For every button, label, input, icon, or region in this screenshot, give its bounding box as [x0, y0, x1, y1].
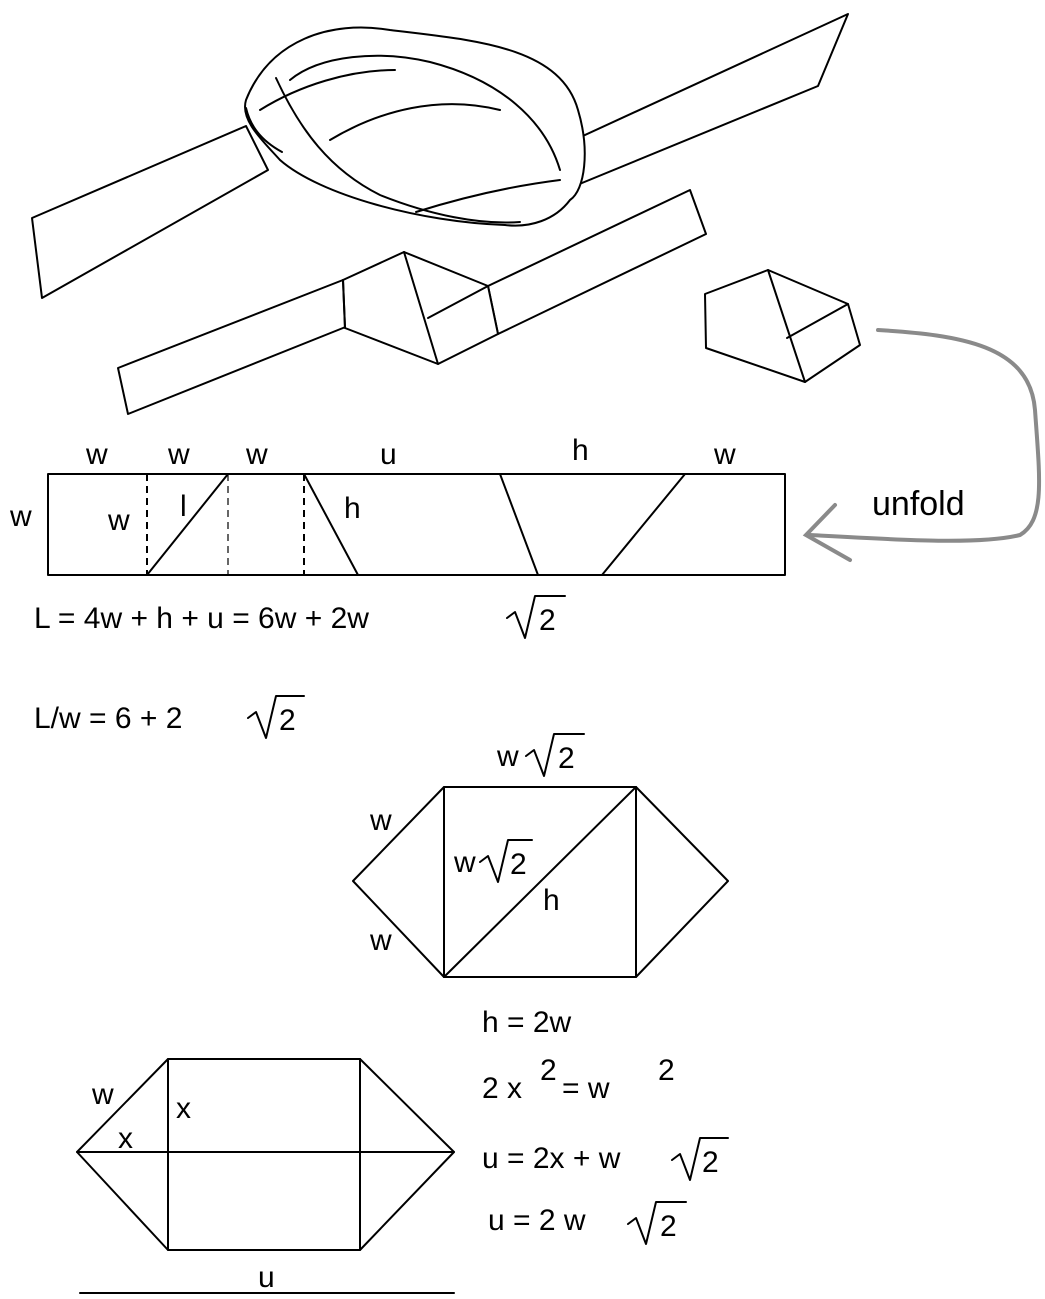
formula-ratio-radical: [247, 695, 305, 739]
strip-inner-l-label: l: [180, 490, 187, 523]
equation-u-2-radicand: 2: [660, 1210, 677, 1243]
pentagon-fold-1: [767, 269, 806, 383]
flat-knot-band: [117, 189, 707, 415]
hexagon-top-label: w: [496, 740, 519, 773]
bottom-x-vert-label: x: [176, 1092, 191, 1125]
hexagon-diagram: w 2 w w w 2 h: [352, 733, 729, 978]
hexagon-inner-radical: [479, 839, 533, 883]
formula-length-radicand: 2: [539, 604, 556, 637]
knot-loop-line-3: [329, 103, 501, 141]
equation-h: h = 2w: [482, 1006, 572, 1039]
formula-ratio-text: L/w = 6 + 2: [34, 702, 182, 735]
hexagon-top-radical: [525, 733, 585, 777]
knot-band-right: [547, 13, 849, 193]
pentagon-outline: [704, 269, 861, 383]
unfold-arrow-curve: [808, 328, 1042, 543]
equation-u-1: u = 2x + w: [482, 1142, 621, 1175]
equation-x-exp-2: 2: [658, 1054, 675, 1087]
hexagon-diagonal: [443, 786, 637, 978]
equation-x-part-b: = w: [562, 1072, 610, 1105]
band-fold-1: [403, 251, 439, 365]
bottom-hexagon-diagram: w x x u: [76, 1058, 455, 1294]
unfold-arrow: unfold: [802, 328, 1042, 562]
unfold-label: unfold: [872, 485, 965, 523]
band-left-strip: [117, 279, 349, 415]
strip-left-label: w: [9, 500, 32, 533]
hexagon-inner-label: w: [453, 846, 476, 879]
equation-x-exp-1: 2: [540, 1054, 557, 1087]
hexagon-lower-left-label: w: [369, 924, 392, 957]
formula-length-radical: [506, 595, 566, 639]
knot-loop-line-1: [289, 54, 561, 171]
strip-diag-end: [601, 473, 686, 576]
strip-top-label-1: w: [85, 438, 108, 471]
strip-top-label-5: h: [572, 434, 589, 467]
tied-knot-drawing: [31, 13, 849, 299]
hexagon-upper-left-label: w: [369, 804, 392, 837]
strip-rect: [47, 473, 786, 576]
knot-band-left: [31, 125, 269, 299]
strip-diag-u: [499, 473, 539, 576]
equation-u-2: u = 2 w: [488, 1204, 586, 1237]
strip-top-label-2: w: [167, 438, 190, 471]
strip-inner-w-label: w: [107, 504, 130, 537]
equation-x-part-a: 2 x: [482, 1072, 522, 1105]
equation-u-1-radicand: 2: [702, 1146, 719, 1179]
strip-top-label-3: w: [245, 438, 268, 471]
knot-loop-line-4: [415, 179, 561, 213]
hexagon-inner-radicand: 2: [510, 848, 527, 881]
bottom-hexagon-outline: [76, 1058, 455, 1251]
formula-ratio-radicand: 2: [279, 704, 296, 737]
knot-loop-line-5: [259, 69, 396, 111]
knot-loop-outer: [244, 26, 586, 227]
strip-top-label-6: w: [713, 438, 736, 471]
bottom-w-label: w: [91, 1078, 114, 1111]
bottom-x-diag-label: x: [118, 1122, 133, 1155]
knot-loop-line-2: [275, 77, 521, 224]
hexagon-top-radicand: 2: [558, 742, 575, 775]
hexagon-diag-label: h: [543, 884, 560, 917]
formula-length-text: L = 4w + h + u = 6w + 2w: [34, 602, 369, 635]
equation-u-1-radical: [671, 1137, 729, 1181]
strip-diag-h: [303, 473, 359, 576]
unfolded-strip: w w w u h w w w l h: [9, 434, 786, 576]
pentagon-fold-2: [786, 303, 849, 339]
equations-block: h = 2w 2 x 2 = w 2 u = 2x + w 2 u = 2 w …: [482, 1006, 729, 1245]
strip-diag-l: [146, 473, 229, 576]
strip-top-label-4: u: [380, 438, 397, 471]
knot-loop-line-6: [245, 107, 283, 153]
small-pentagon-knot: [704, 269, 861, 383]
formula-ratio: L/w = 6 + 2 2: [34, 695, 305, 739]
band-fold-3: [342, 279, 346, 329]
band-fold-2: [427, 285, 489, 319]
formula-length: L = 4w + h + u = 6w + 2w 2: [34, 595, 566, 639]
unfold-arrow-head: [802, 503, 852, 562]
equation-u-2-radical: [627, 1201, 687, 1245]
strip-inner-h-label: h: [344, 492, 361, 525]
bottom-u-label: u: [258, 1261, 275, 1294]
